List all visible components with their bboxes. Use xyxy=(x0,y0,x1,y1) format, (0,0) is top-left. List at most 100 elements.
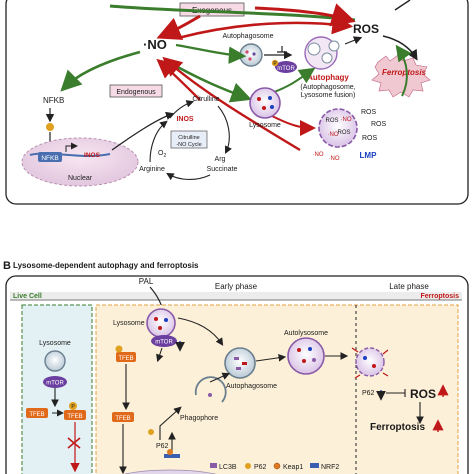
lysosome-left-icon xyxy=(44,350,66,372)
legend-lc3b-swatch xyxy=(210,463,217,468)
p62-late-label: P62 xyxy=(362,390,375,397)
dna-strand-icon xyxy=(29,152,111,157)
lysosome-a-label: Lysosome xyxy=(249,122,281,129)
cycle-arrow-4 xyxy=(149,120,168,163)
lmp-lysosome-icon xyxy=(318,108,358,148)
autolysosome-icon xyxy=(287,337,325,375)
autophagosome-icon xyxy=(239,43,263,67)
endogenous-label: Endogenous xyxy=(116,89,156,96)
nfkb-gene-label: NFKB xyxy=(41,155,58,162)
legend-keap1-label: Keap1 xyxy=(283,464,303,471)
ferroptosis-b-label: Ferroptosis xyxy=(370,422,425,433)
legend-p62-swatch xyxy=(245,463,251,469)
autophagy-to-ros-arrow xyxy=(344,36,363,45)
ros-small-2: ROS xyxy=(371,121,387,128)
late-phase-label: Late phase xyxy=(389,282,429,291)
nfkb-gene-box xyxy=(38,152,62,162)
autophagy-sub2: Lysosome fusion) xyxy=(301,92,356,99)
tfeb-mid-1-box xyxy=(116,352,136,362)
legend-keap1-swatch xyxy=(273,462,281,470)
mtor-a-icon xyxy=(275,61,297,73)
nfkb-label: NFKB xyxy=(43,96,64,105)
top-right-line xyxy=(394,0,411,11)
ros-in-2: ROS xyxy=(337,130,350,136)
phagophore-label: Phagophore xyxy=(180,415,218,422)
top-green-arrow xyxy=(109,4,356,22)
no-in-2: ·NO xyxy=(341,117,352,123)
late-lysosome-icon xyxy=(355,347,385,377)
lmp-to-ros-arrow xyxy=(395,44,412,97)
left-cell-panel xyxy=(21,304,93,474)
no-to-autophagosome-arrow xyxy=(175,43,247,65)
lysosome-mid-icon xyxy=(146,308,176,338)
legend-p62-label: P62 xyxy=(254,464,267,471)
ferroptosis-bar-label: Ferroptosis xyxy=(420,293,459,300)
mtor-left-icon xyxy=(43,376,67,388)
nuclear-label: Nuclear xyxy=(68,175,93,182)
autophagosome-label: Autophagosome xyxy=(223,33,274,40)
citrulline-cycle-box xyxy=(170,130,208,149)
blocked-x-icon xyxy=(67,437,81,449)
panel-b: B Lysosome-dependent autophagy and ferro… xyxy=(3,260,469,474)
p62-inhibit-bar xyxy=(386,389,406,397)
early-phase-label: Early phase xyxy=(215,282,258,291)
p-a-icon xyxy=(271,59,279,67)
phagophore-icon xyxy=(194,376,227,403)
no-in-4: ·NO xyxy=(329,156,340,162)
tfeb-left-2-box xyxy=(64,410,86,420)
lmp-label: LMP xyxy=(360,151,378,160)
citrulline-cycle-1: Citrulline xyxy=(178,135,199,141)
inos-cycle-label: INOS xyxy=(176,116,193,123)
p-a-label: P xyxy=(273,61,277,67)
cycle-arrow-1 xyxy=(169,100,195,119)
autophagosome-b-label: Autophagosome xyxy=(226,383,277,390)
mtor-left-label: mTOR xyxy=(46,381,64,387)
legend-lc3b-label: LC3B xyxy=(219,464,237,471)
timeline-bar xyxy=(10,292,462,300)
nfkb-p-icon xyxy=(46,123,54,131)
autophagy-label: Autophagy xyxy=(307,73,349,82)
arg-label: Arg xyxy=(215,156,226,163)
no-to-nfkb-arrow xyxy=(60,50,141,92)
tfeb-mid-2-box xyxy=(112,412,134,422)
legend-nrf2-swatch xyxy=(310,463,319,468)
no-in-3: ·NO xyxy=(313,152,324,158)
pal-label: PAL xyxy=(139,277,154,286)
p-left-label: P xyxy=(71,404,75,410)
ros-small-1: ROS xyxy=(361,109,377,116)
ros-in-1: ROS xyxy=(325,118,338,124)
exogenous-to-no-arrow xyxy=(156,14,201,40)
legend-nrf2-label: NRF2 xyxy=(321,464,339,471)
ros-main-label: ROS xyxy=(353,22,379,36)
p62-path-label: P62 xyxy=(156,443,169,450)
lysosome-a-icon xyxy=(249,87,281,119)
cycle-arrow-2 xyxy=(217,105,232,154)
citrulline-label: Citrulline xyxy=(192,96,219,103)
citrulline-cycle-2: -NO Cycle xyxy=(176,142,201,148)
no-to-ros-arrow xyxy=(177,13,354,40)
lysosome-to-lmp-arrow xyxy=(269,114,316,136)
autolysosome-label: Autolysosome xyxy=(284,330,328,337)
panel-b-tag: B xyxy=(3,260,11,272)
tfeb-left-1-label: TFEB xyxy=(29,412,44,418)
ros-small-3: ROS xyxy=(362,135,378,142)
tfeb-mid-2-label: TFEB xyxy=(115,416,130,422)
nucleus-icon xyxy=(21,137,139,187)
cycle-arrow-3 xyxy=(166,172,211,181)
no-main-label: ·NO xyxy=(143,37,167,52)
live-cell-label: Live Cell xyxy=(13,293,42,300)
mtor-mid-label: mTOR xyxy=(155,340,173,346)
endogenous-to-no-arrow xyxy=(156,58,201,101)
ferroptosis-label: Ferroptosis xyxy=(382,68,427,77)
lysosome-left-label: Lysosome xyxy=(39,340,71,347)
p-left-icon xyxy=(69,402,77,410)
nucleus-b-icon xyxy=(123,469,217,474)
inos-gene-label: INOS xyxy=(84,152,101,159)
o2-label: O2 xyxy=(158,150,166,159)
succinate-label: Succinate xyxy=(207,166,238,173)
mtor-mid-icon xyxy=(151,335,177,347)
tfeb-left-1-box xyxy=(26,408,48,418)
autophagosome-b-icon xyxy=(224,347,256,379)
